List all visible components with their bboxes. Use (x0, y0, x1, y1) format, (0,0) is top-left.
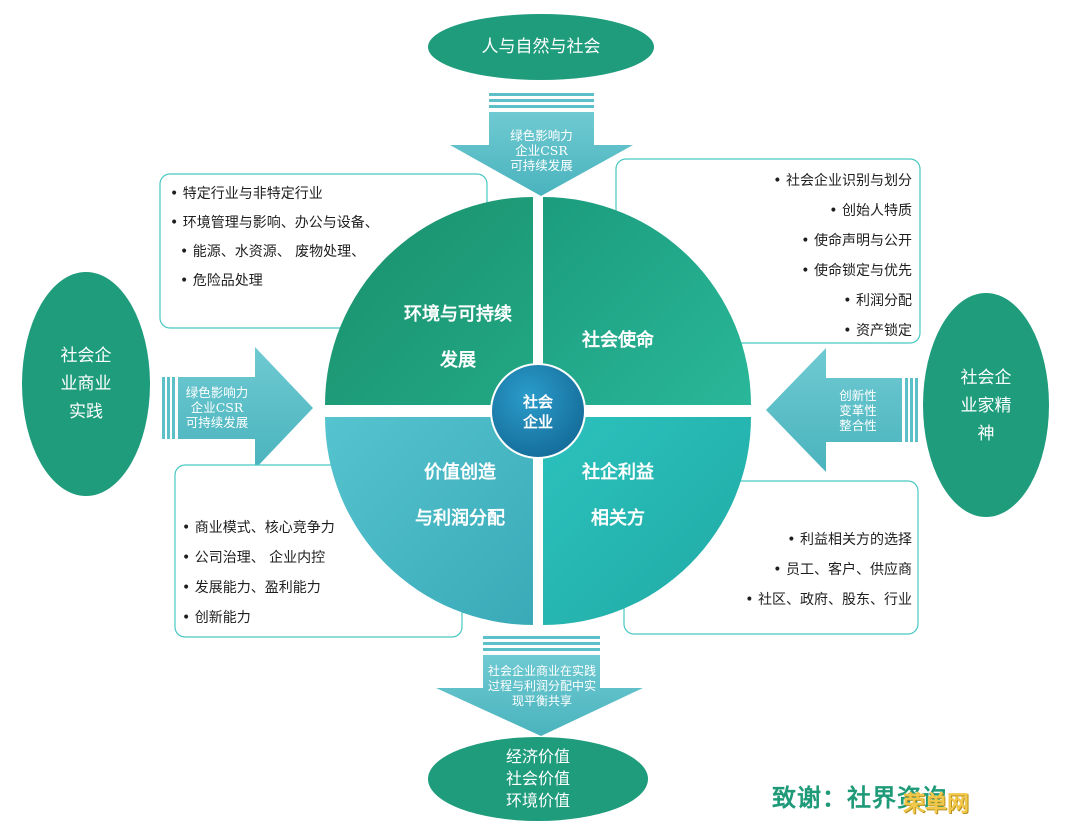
list-item: 创新能力 (182, 603, 452, 633)
list-item: 社会企业识别与划分 (630, 166, 912, 196)
box-bottom-right-list: 利益相关方的选择 员工、客户、供应商 社区、政府、股东、行业 (636, 525, 912, 615)
box-bottom-left-list: 商业模式、核心竞争力 公司治理、 企业内控 发展能力、盈利能力 创新能力 (182, 513, 452, 633)
list-item: 环境管理与影响、办公与设备、 (170, 209, 480, 238)
list-item: 创始人特质 (630, 196, 912, 226)
list-item: 能源、水资源、 废物处理、 (170, 238, 480, 267)
top-arrow (450, 93, 633, 196)
list-item: 商业模式、核心竞争力 (182, 513, 452, 543)
list-item: 利润分配 (630, 286, 912, 316)
top-oval (428, 14, 654, 80)
list-item: 资产锁定 (630, 316, 912, 346)
watermark: 荣单网 (903, 791, 970, 817)
list-item: 员工、客户、供应商 (636, 555, 912, 585)
credit-text: 致谢：社界资询 (772, 783, 947, 812)
left-arrow-label: 绿色影响力 企业CSR 可持续发展 (185, 385, 249, 430)
quadrant-top-left-label: 环境与可持续 发展 (404, 304, 512, 371)
left-arrow (162, 347, 313, 469)
box-top-left-list: 特定行业与非特定行业 环境管理与影响、办公与设备、 能源、水资源、 废物处理、 … (170, 180, 480, 296)
list-item: 公司治理、 企业内控 (182, 543, 452, 573)
list-item: 社区、政府、股东、行业 (636, 585, 912, 615)
list-item: 利益相关方的选择 (636, 525, 912, 555)
list-item: 特定行业与非特定行业 (170, 180, 480, 209)
list-item: 危险品处理 (170, 267, 480, 296)
left-oval (22, 272, 150, 496)
quadrant-top-right-label: 社会使命 (582, 330, 654, 351)
list-item: 使命锁定与优先 (630, 256, 912, 286)
right-arrow-label: 创新性 变革性 整合性 (839, 388, 877, 433)
top-oval-label: 人与自然与社会 (481, 37, 601, 57)
bottom-arrow (436, 636, 643, 736)
bottom-oval-label: 经济价值 社会价值 环境价值 (505, 747, 570, 810)
bottom-oval (428, 737, 648, 821)
center-label: 社会 企业 (522, 393, 553, 431)
center-circle (490, 363, 586, 459)
right-arrow (766, 348, 918, 472)
box-top-right-list: 社会企业识别与划分 创始人特质 使命声明与公开 使命锁定与优先 利润分配 资产锁… (630, 166, 912, 346)
left-oval-label: 社会企 业商业 实践 (60, 346, 112, 422)
bottom-arrow-label: 社会企业商业在实践 过程与利润分配中实 现平衡共享 (487, 664, 596, 708)
quadrant-bottom-right-label: 社企利益 相关方 (582, 462, 654, 529)
quadrant-bottom-left-label: 价值创造 与利润分配 (415, 462, 505, 529)
top-arrow-label: 绿色影响力 企业CSR 可持续发展 (510, 128, 573, 173)
quadrant-bottom-right (543, 417, 751, 625)
list-item: 发展能力、盈利能力 (182, 573, 452, 603)
right-oval (923, 293, 1049, 517)
quadrant-top-left (325, 197, 533, 405)
right-oval-label: 社会企 业家精 神 (960, 368, 1012, 444)
list-item: 使命声明与公开 (630, 226, 912, 256)
